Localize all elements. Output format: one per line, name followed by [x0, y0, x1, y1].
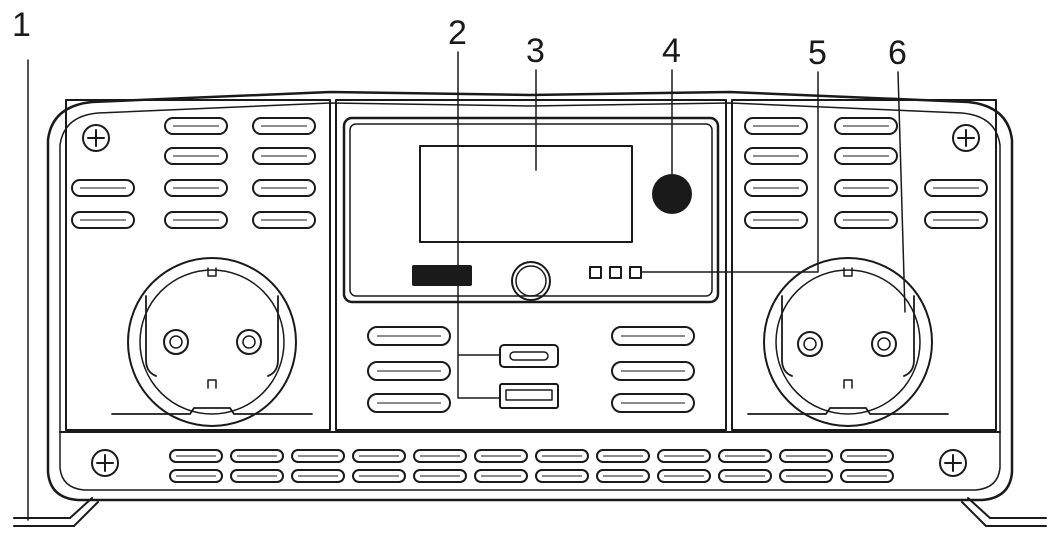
vent-slot: [835, 180, 897, 196]
screw-icon: [940, 450, 966, 476]
leader-line-6: [898, 72, 905, 312]
vent-slot: [475, 470, 527, 482]
vent-slot: [925, 212, 987, 228]
callout-6: 6: [888, 34, 907, 72]
vent-slot: [170, 450, 222, 462]
vent-slot: [925, 180, 987, 196]
vent-slot: [841, 470, 893, 482]
vent-slot: [658, 470, 710, 482]
vent-slot: [745, 212, 807, 228]
indicator-led-icon: [630, 267, 641, 278]
vent-slot: [170, 470, 222, 482]
right-panel: [732, 100, 996, 430]
vent-slot: [745, 148, 807, 164]
vent-slot: [612, 394, 694, 412]
indicator-led-icon: [590, 267, 601, 278]
vent-slot: [292, 450, 344, 462]
vent-slot: [72, 180, 134, 196]
lcd-screen: [420, 146, 632, 242]
callout-5: 5: [808, 34, 827, 72]
vent-slot: [835, 118, 897, 134]
vent-slot: [780, 470, 832, 482]
vent-slot: [253, 118, 315, 134]
vent-slot: [72, 212, 134, 228]
vent-slot: [165, 118, 227, 134]
vent-slots: [72, 118, 987, 482]
vent-slot: [745, 180, 807, 196]
vent-slot: [597, 450, 649, 462]
display-switch: [412, 265, 472, 286]
usb-c-port-inner: [510, 352, 548, 360]
callout-4: 4: [662, 32, 681, 70]
vent-slot: [165, 148, 227, 164]
vent-slot: [597, 470, 649, 482]
vent-slot: [368, 327, 450, 345]
vent-slot: [841, 450, 893, 462]
vent-slot: [612, 362, 694, 380]
vent-slot: [165, 180, 227, 196]
vent-slot: [475, 450, 527, 462]
usb-a-port-icon: [500, 384, 558, 408]
right-foot: [962, 498, 1046, 526]
usb-c-port-icon: [500, 345, 558, 367]
vent-slot: [414, 470, 466, 482]
vent-slot: [231, 450, 283, 462]
indicator-led-icon: [610, 267, 621, 278]
left-foot: [14, 498, 98, 526]
vent-slot: [612, 327, 694, 345]
display-bezel: [344, 118, 718, 302]
center-panel: [336, 100, 726, 430]
callout-3: 3: [526, 32, 545, 70]
vent-slot: [719, 470, 771, 482]
callout-2: 2: [448, 14, 467, 52]
sensor-dot: [652, 174, 692, 214]
vent-slot: [353, 450, 405, 462]
inner-housing: [60, 103, 1000, 490]
screw-icon: [92, 450, 118, 476]
display-bezel-inner: [350, 124, 712, 296]
leader-line-2: [458, 52, 500, 398]
usb-a-port-inner: [506, 390, 552, 400]
vent-slot: [745, 118, 807, 134]
ac-socket-icon-left: [112, 258, 312, 426]
screw-icon: [953, 125, 979, 151]
ac-socket-icon-right: [748, 258, 948, 426]
vent-slot: [780, 450, 832, 462]
vent-slot: [292, 470, 344, 482]
vent-slot: [368, 362, 450, 380]
callout-1: 1: [12, 6, 31, 44]
vent-slot: [253, 180, 315, 196]
vent-slot: [835, 212, 897, 228]
vent-slot: [253, 212, 315, 228]
outer-housing: [48, 92, 1012, 500]
vent-slot: [658, 450, 710, 462]
vent-slot: [253, 148, 315, 164]
power-button-ring: [516, 266, 546, 296]
screw-icon: [83, 125, 109, 151]
power-button-icon: [512, 262, 550, 300]
vent-slot: [536, 450, 588, 462]
vent-slot: [835, 148, 897, 164]
vent-slot: [368, 394, 450, 412]
leader-line-5: [641, 72, 818, 272]
vent-slot: [414, 450, 466, 462]
vent-slot: [165, 212, 227, 228]
vent-slot: [353, 470, 405, 482]
left-panel: [66, 100, 330, 430]
vent-slot: [536, 470, 588, 482]
vent-slot: [231, 470, 283, 482]
vent-slot: [719, 450, 771, 462]
